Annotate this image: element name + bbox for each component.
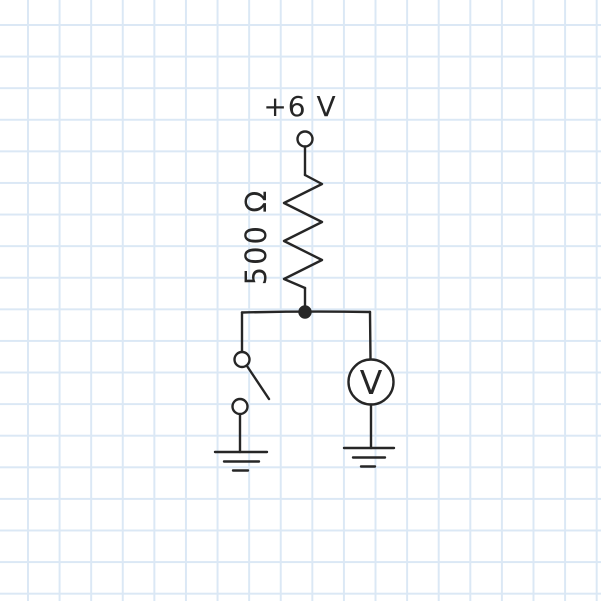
switch-bottom-contact [231,397,249,416]
supply-terminal-circle [296,130,314,148]
resistor-label-group: 500 Ω [239,189,273,286]
ground-left [213,450,269,472]
supply-voltage-label: +6 V [263,90,336,123]
switch-open [231,350,271,416]
voltmeter: V [347,358,395,406]
resistor-value-label: 500 Ω [239,189,273,286]
wire-right-branch [368,310,372,361]
circuit-ink: +6 V 500 Ω [213,90,396,472]
switch-top-contact [233,350,251,369]
ground-right [342,446,396,468]
switch-blade [245,364,271,401]
resistor-zigzag [282,173,324,290]
voltmeter-label: V [360,363,383,402]
junction-node-dot [298,305,312,319]
